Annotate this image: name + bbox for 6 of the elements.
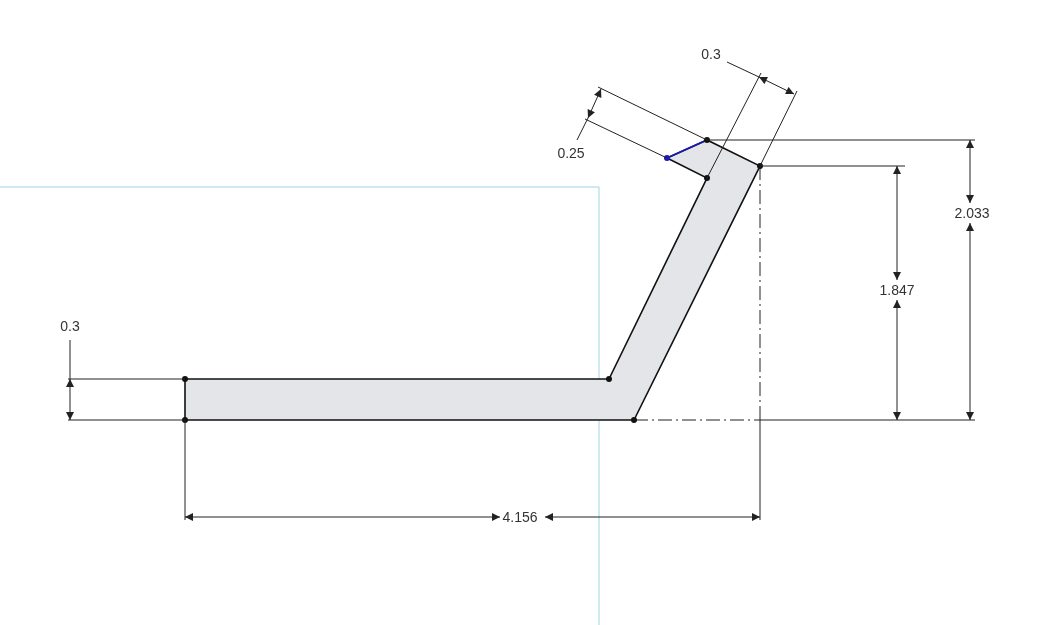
dimension-value: 4.156 bbox=[500, 509, 540, 525]
dimension-value: 0.3 bbox=[699, 46, 723, 62]
dimension-value: 1.847 bbox=[877, 282, 917, 298]
dimension-value: 0.3 bbox=[58, 318, 82, 334]
dimension-value: 2.033 bbox=[952, 205, 992, 221]
dimension-value: 0.25 bbox=[555, 145, 587, 161]
